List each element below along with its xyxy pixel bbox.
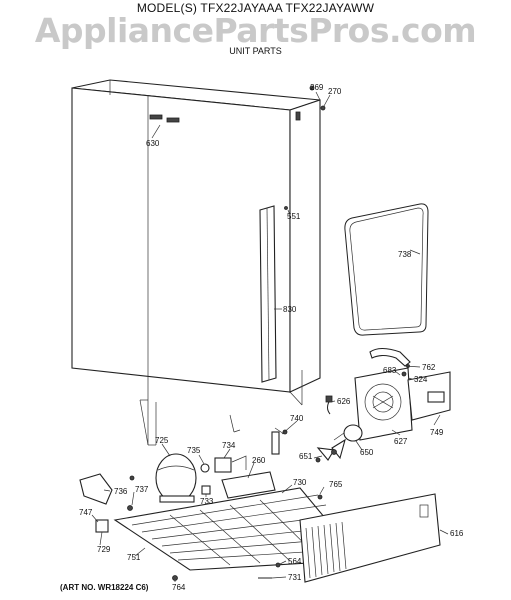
part-label-735: 735 [187,446,201,455]
rear-grille [299,493,441,583]
part-label-737: 737 [135,485,149,494]
part-label-551: 551 [287,212,301,221]
clip-740 [271,427,288,455]
fan-assembly [354,347,451,441]
part-label-564: 564 [288,557,302,566]
part-label-751: 751 [127,553,141,562]
part-label-627: 627 [394,437,408,446]
part-label-651: 651 [299,452,313,461]
part-label-747: 747 [79,508,93,517]
watermark-logo: AppliancePartsPros.com [34,11,477,50]
part-label-725: 725 [155,436,169,445]
sensor-626 [325,395,333,415]
part-label-736: 736 [114,487,128,496]
part-label-734: 734 [222,441,236,450]
section-title: UNIT PARTS [229,46,282,56]
part-label-324: 324 [414,375,428,384]
part-label-740: 740 [290,414,304,423]
compressor [155,453,197,503]
left-small-parts [79,473,135,533]
part-labels: 269 270 630 551 738 830 762 683 324 626 … [79,83,464,592]
part-label-650: 650 [360,448,374,457]
fan-motor [315,424,363,463]
part-label-626: 626 [337,397,351,406]
part-label-830: 830 [283,305,297,314]
bracket-260 [221,471,276,499]
part-label-683: 683 [383,366,397,375]
part-label-630: 630 [146,139,160,148]
art-number: (ART NO. WR18224 C6) [60,583,149,592]
part-label-616: 616 [450,529,464,538]
model-title: MODEL(S) TFX22JAYAAA TFX22JAYAWW [136,1,375,15]
heater-loop [344,203,429,336]
part-label-765: 765 [329,480,343,489]
part-label-270: 270 [328,87,342,96]
part-label-738: 738 [398,250,412,259]
part-label-729: 729 [97,545,111,554]
start-devices [200,455,247,495]
part-label-730: 730 [293,478,307,487]
part-label-260: 260 [252,456,266,465]
cabinet [71,79,321,446]
leader-lines [91,91,449,582]
part-label-269: 269 [310,83,324,92]
part-label-764: 764 [172,583,186,592]
part-label-733: 733 [200,497,214,506]
part-label-731: 731 [288,573,302,582]
part-label-762: 762 [422,363,436,372]
part-label-749: 749 [430,428,444,437]
